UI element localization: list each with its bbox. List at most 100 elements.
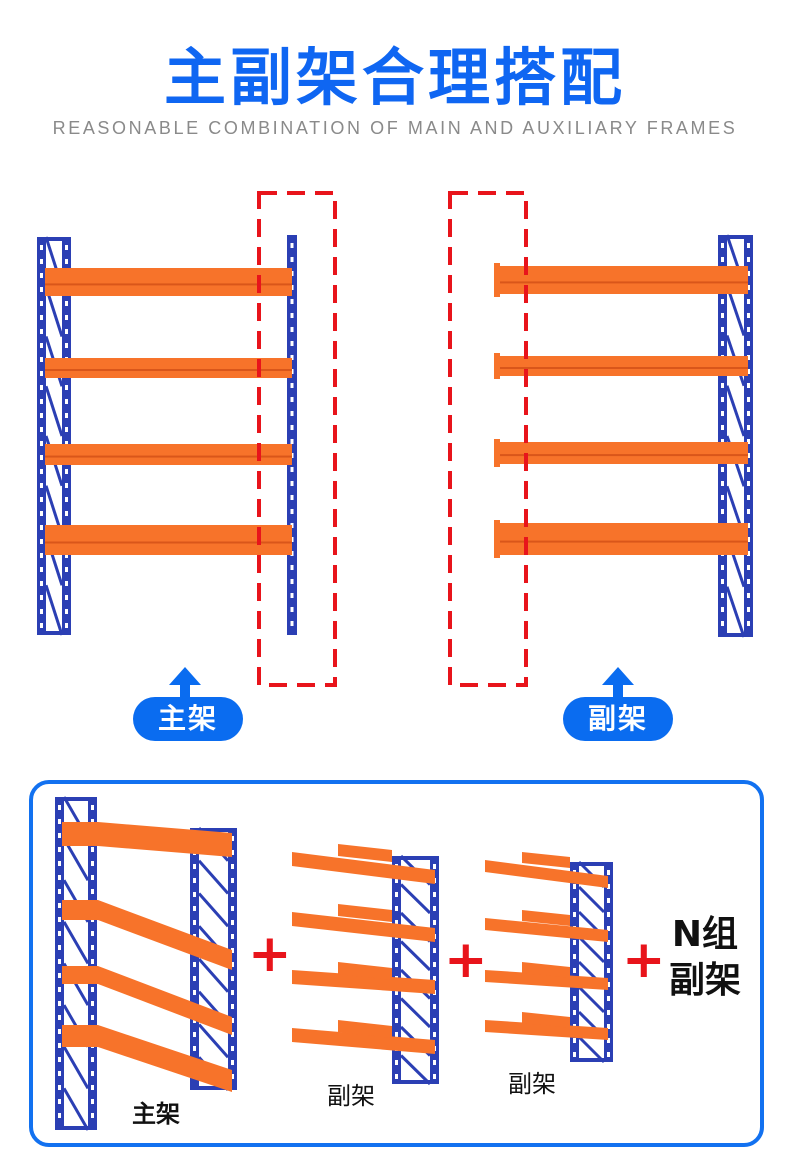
beam	[497, 523, 748, 555]
post-hole	[290, 257, 294, 262]
post-hole	[395, 1060, 398, 1065]
post-hole	[721, 383, 724, 388]
post-hole	[721, 313, 724, 318]
post-hole	[395, 962, 398, 967]
post-hole	[747, 313, 750, 318]
plus-icon: +	[248, 924, 292, 984]
post-hole	[290, 327, 294, 332]
beam	[497, 356, 748, 376]
post-hole	[65, 315, 68, 320]
post-hole	[231, 906, 234, 911]
post-hole	[607, 968, 610, 973]
post-hole	[747, 607, 750, 612]
post-hole	[91, 1057, 94, 1062]
post-hole	[40, 287, 43, 292]
post-hole	[91, 959, 94, 964]
brace	[577, 985, 606, 1014]
upright-post	[718, 235, 727, 637]
post-hole	[573, 884, 576, 889]
post-hole	[290, 565, 294, 570]
post-hole	[433, 976, 436, 981]
post-hole	[193, 920, 196, 925]
frame-bottom-bar	[55, 1126, 97, 1130]
post-hole	[395, 948, 398, 953]
beam-bracket	[494, 353, 500, 379]
aux-frame-label-2: 副架	[508, 1070, 556, 1098]
post-hole	[395, 892, 398, 897]
post-hole	[395, 920, 398, 925]
post-hole	[58, 1085, 61, 1090]
frame-bottom-bar	[190, 1086, 237, 1090]
n-group-line1: N组	[671, 914, 739, 955]
post-hole	[607, 954, 610, 959]
post-hole	[193, 892, 196, 897]
beam-bracket	[494, 439, 500, 467]
post-hole	[231, 990, 234, 995]
post-hole	[290, 425, 294, 430]
post-hole	[433, 920, 436, 925]
post-hole	[433, 948, 436, 953]
post-hole	[40, 343, 43, 348]
upright-post	[287, 235, 297, 635]
post-hole	[65, 553, 68, 558]
brace	[725, 385, 746, 437]
post-hole	[290, 341, 294, 346]
post-hole	[747, 257, 750, 262]
post-hole	[721, 299, 724, 304]
post-hole	[231, 948, 234, 953]
post-hole	[395, 906, 398, 911]
post-hole	[65, 385, 68, 390]
post-hole	[193, 906, 196, 911]
post-hole	[573, 912, 576, 917]
post-hole	[231, 1004, 234, 1009]
post-hole	[607, 1052, 610, 1057]
beam	[522, 1012, 570, 1028]
post-hole	[58, 959, 61, 964]
post-hole	[40, 483, 43, 488]
post-hole	[433, 962, 436, 967]
post-hole	[91, 805, 94, 810]
post-hole	[747, 355, 750, 360]
beam	[497, 442, 748, 464]
combination-panel	[29, 780, 764, 1147]
post-hole	[58, 1043, 61, 1048]
brace	[725, 586, 746, 638]
post-hole	[40, 567, 43, 572]
post-hole	[40, 455, 43, 460]
post-hole	[40, 525, 43, 530]
brace	[399, 883, 432, 915]
frame-top-bar	[570, 862, 613, 866]
post-hole	[65, 483, 68, 488]
beam	[98, 1025, 232, 1092]
post-hole	[290, 411, 294, 416]
post-hole	[573, 954, 576, 959]
post-hole	[40, 399, 43, 404]
post-hole	[747, 439, 750, 444]
post-hole	[607, 996, 610, 1001]
post-hole	[607, 940, 610, 945]
brace	[197, 859, 230, 895]
post-hole	[40, 315, 43, 320]
post-hole	[40, 385, 43, 390]
post-hole	[747, 565, 750, 570]
brace	[197, 1023, 230, 1059]
brace	[577, 935, 606, 964]
post-hole	[40, 623, 43, 628]
post-hole	[58, 889, 61, 894]
post-hole	[58, 903, 61, 908]
post-hole	[65, 245, 68, 250]
brace	[62, 1087, 90, 1131]
main-frame-badge: 主架	[133, 697, 243, 741]
post-hole	[65, 259, 68, 264]
post-hole	[607, 898, 610, 903]
post-hole	[91, 1099, 94, 1104]
beam-edge	[45, 369, 292, 371]
upright-post	[228, 828, 237, 1090]
post-hole	[40, 357, 43, 362]
post-hole	[40, 595, 43, 600]
post-hole	[58, 805, 61, 810]
post-hole	[40, 469, 43, 474]
post-hole	[747, 425, 750, 430]
post-hole	[65, 413, 68, 418]
brace	[197, 892, 230, 928]
